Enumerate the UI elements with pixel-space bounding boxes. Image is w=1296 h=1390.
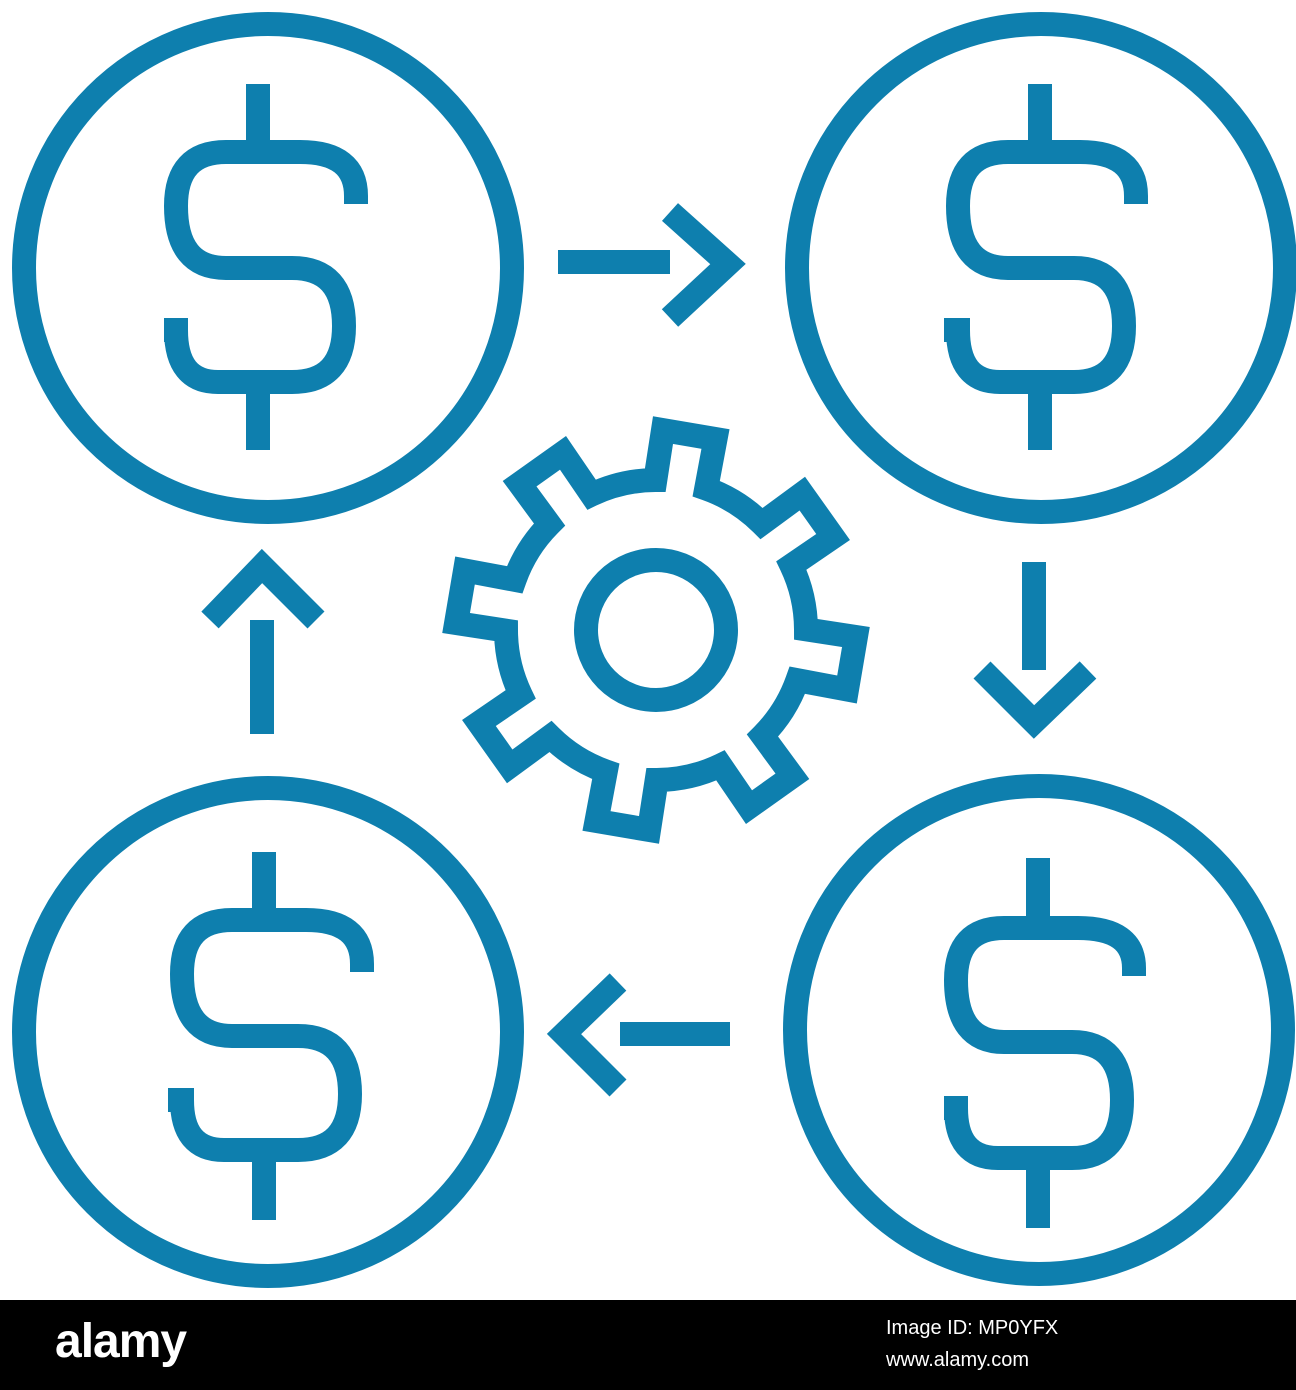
- arrow-left-icon: [546, 973, 730, 1097]
- dollar-coin-bottom-left-icon: [12, 776, 524, 1288]
- image-meta: Image ID: MP0YFX www.alamy.com: [886, 1312, 1186, 1376]
- dollar-coin-top-left-icon: [12, 12, 524, 524]
- alamy-logo: alamy: [55, 1315, 187, 1368]
- arrow-up-icon: [201, 548, 325, 734]
- image-id-text: Image ID: MP0YFX: [886, 1317, 1059, 1339]
- site-url-text: www.alamy.com: [886, 1349, 1029, 1371]
- dollar-coin-bottom-right-icon: [783, 774, 1295, 1286]
- footer-bar: alamy Image ID: MP0YFX www.alamy.com: [0, 1300, 1296, 1390]
- arrow-right-icon: [558, 203, 746, 327]
- gear-icon: [442, 416, 870, 844]
- dollar-coin-top-right-icon: [785, 12, 1296, 524]
- money-cycle-diagram: [12, 12, 1296, 1288]
- arrow-down-icon: [973, 562, 1097, 739]
